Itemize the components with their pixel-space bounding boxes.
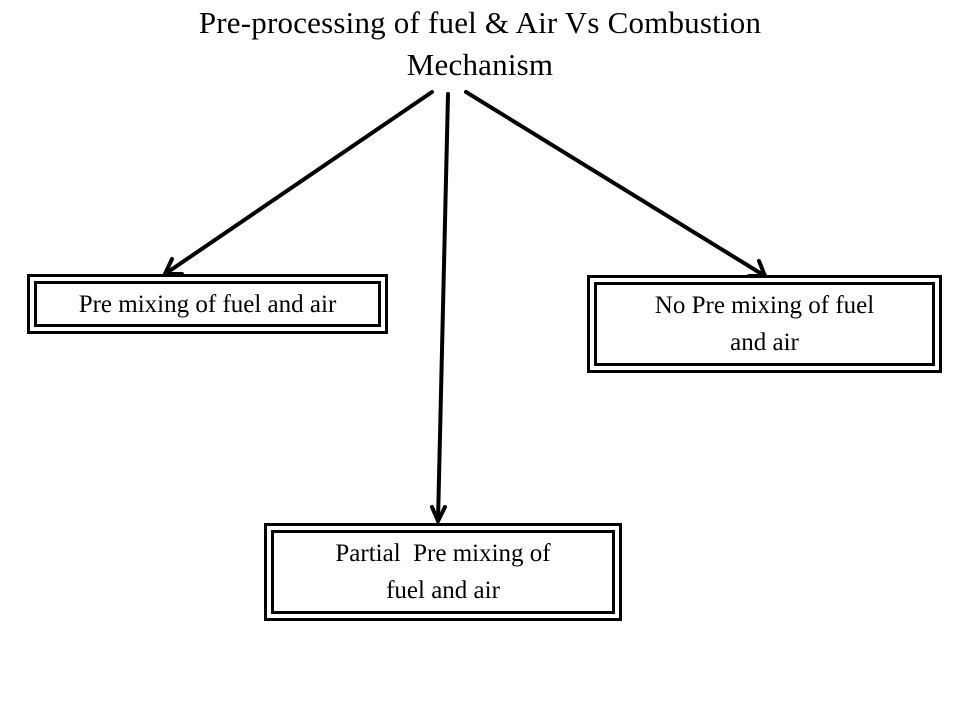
node-premixed-line-1: Pre mixing of fuel and air [78,290,337,318]
node-non-premixed-line-2: and air [730,329,799,356]
arrow-to-partially-premixed [436,92,450,523]
diagram-title-line-1: Pre-processing of fuel & Air Vs Combusti… [198,5,762,40]
node-partially-premixed-line-2: fuel and air [386,577,500,604]
node-partially-premixed-label: Partial Pre mixing of fuel and air [271,530,615,614]
arrow-head-partially-premixed [430,505,447,523]
node-non-premixed-label: No Pre mixing of fuel and air [594,282,935,366]
node-non-premixed: No Pre mixing of fuel and air [587,275,942,373]
node-partially-premixed: Partial Pre mixing of fuel and air [264,523,622,621]
node-partially-premixed-line-1: Partial Pre mixing of [335,540,551,567]
diagram-title: Pre-processing of fuel & Air Vs Combusti… [130,2,830,86]
arrow-to-premixed [163,90,434,276]
node-premixed-label: Pre mixing of fuel and air [34,281,381,327]
arrow-to-non-premixed [464,90,767,278]
node-non-premixed-line-1: No Pre mixing of fuel [654,292,875,319]
node-premixed: Pre mixing of fuel and air [27,274,388,334]
diagram-title-line-2: Mechanism [406,47,554,82]
